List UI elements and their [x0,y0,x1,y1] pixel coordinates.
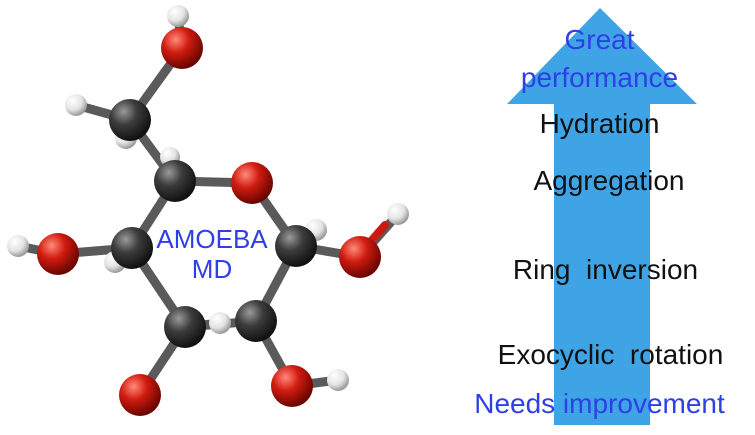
property-hydration: Hydration [539,108,660,139]
hydrogen-atom [327,369,349,391]
hydrogen-atom [387,203,409,225]
oxygen-atom [231,162,273,204]
hydrogen-atom [65,94,87,116]
oxygen-atom [37,233,79,275]
carbon-atom [111,227,153,269]
oxygen-atom [339,236,381,278]
carbon-atom [164,306,206,348]
oxygen-atom [161,27,203,69]
carbon-atom [109,99,151,141]
method-label-line1: AMOEBA [156,224,268,254]
hydrogen-atom [7,235,29,257]
hydrogen-atom [209,312,231,334]
property-ring-inversion: Ring inversion [512,254,699,285]
hydrogen-atom [167,5,189,27]
method-label-line2: MD [191,254,233,284]
arrow-shape [507,8,697,425]
top-label-line2: performance [520,62,679,93]
oxygen-atom [271,365,313,407]
molecule-model [7,5,409,416]
property-aggregation: Aggregation [533,165,685,196]
property-exocyclic-rotation: Exocyclic rotation [497,339,724,370]
carbon-atom [235,300,277,342]
carbon-atom [275,225,317,267]
carbon-atom [154,160,196,202]
top-label-line1: Great [564,24,635,55]
oxygen-atom [119,374,161,416]
bottom-label: Needs improvement [474,388,725,419]
